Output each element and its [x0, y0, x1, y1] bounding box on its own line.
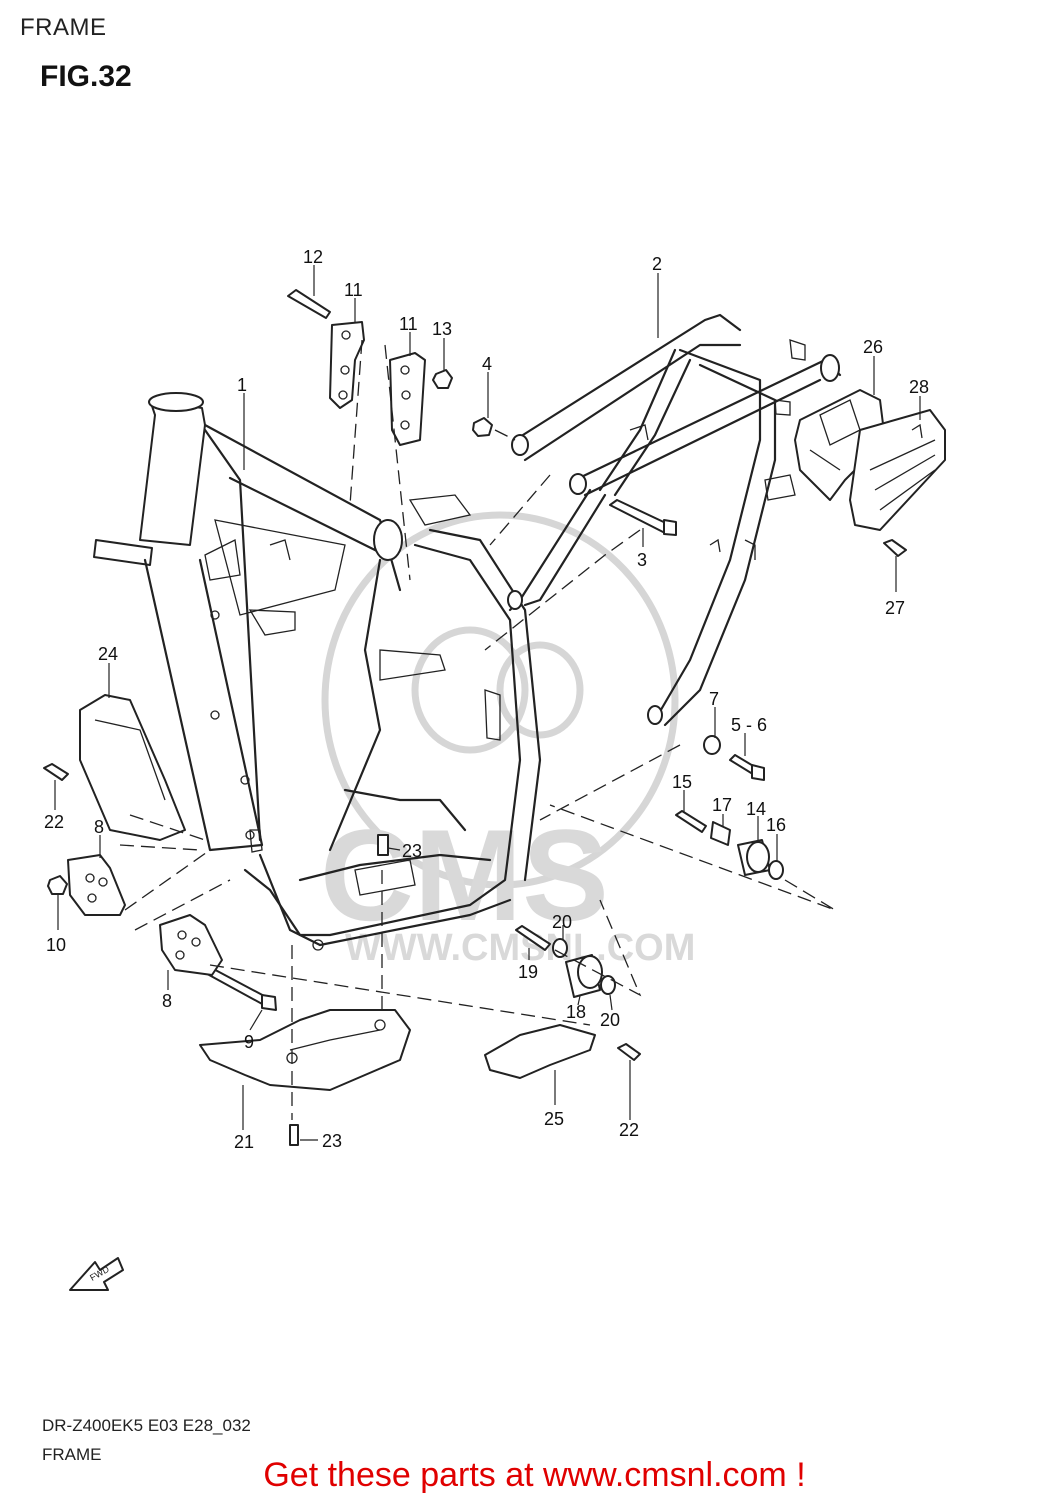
figure-number: FIG.32	[40, 60, 132, 93]
callout-20-upper: 20	[552, 912, 572, 932]
callout-25: 25	[544, 1109, 564, 1129]
page-title: FRAME	[20, 14, 107, 41]
callout-22-left: 22	[44, 812, 64, 832]
assembly-lines	[119, 339, 836, 1120]
callout-26: 26	[863, 337, 883, 357]
callout-17: 17	[712, 795, 732, 815]
callout-11-left: 11	[344, 280, 363, 300]
leader-lines	[54, 265, 921, 1141]
callout-15: 15	[672, 772, 692, 792]
callout-23-mid: 23	[402, 841, 422, 861]
callout-1: 1	[237, 375, 247, 395]
callout-9: 9	[244, 1032, 254, 1052]
callout-11-right: 11	[399, 314, 418, 334]
diagram-name: FRAME	[42, 1445, 102, 1464]
callout-27: 27	[885, 598, 905, 618]
callout-16: 16	[766, 815, 786, 835]
watermark-logo: CMS WWW.CMSNL.COM	[320, 511, 695, 969]
diagram-code: DR-Z400EK5 E03 E28_032	[42, 1416, 251, 1435]
callout-5-6: 5 - 6	[731, 715, 767, 735]
callout-14: 14	[746, 799, 766, 819]
callout-12: 12	[303, 247, 323, 267]
main-frame-part	[93, 392, 542, 951]
callout-28: 28	[909, 377, 929, 397]
callout-18: 18	[566, 1002, 586, 1022]
callout-3: 3	[637, 550, 647, 570]
battery-box-part	[794, 389, 946, 531]
callout-23-bottom: 23	[322, 1131, 342, 1151]
promo-link[interactable]: Get these parts at www.cmsnl.com !	[263, 1456, 806, 1494]
callout-24: 24	[98, 644, 118, 664]
callout-8-upper: 8	[94, 817, 104, 837]
callout-19: 19	[518, 962, 538, 982]
callout-labels: 1 2 3 4 5 - 6 7 8 8 9 10 11 11 12 13 14 …	[44, 247, 929, 1152]
rear-subframe-part	[507, 313, 842, 727]
callout-4: 4	[482, 354, 492, 374]
callout-22-right: 22	[619, 1120, 639, 1140]
callout-10: 10	[46, 935, 66, 955]
callout-8-lower: 8	[162, 991, 172, 1011]
forward-arrow-icon: FWD	[69, 1257, 124, 1291]
watermark-logo-text: CMS	[320, 802, 609, 948]
engine-bracket-11-parts	[329, 321, 426, 446]
callout-21: 21	[234, 1132, 254, 1152]
callout-2: 2	[652, 254, 662, 274]
callout-13: 13	[432, 319, 452, 339]
callout-7: 7	[709, 689, 719, 709]
callout-20-lower: 20	[600, 1010, 620, 1030]
